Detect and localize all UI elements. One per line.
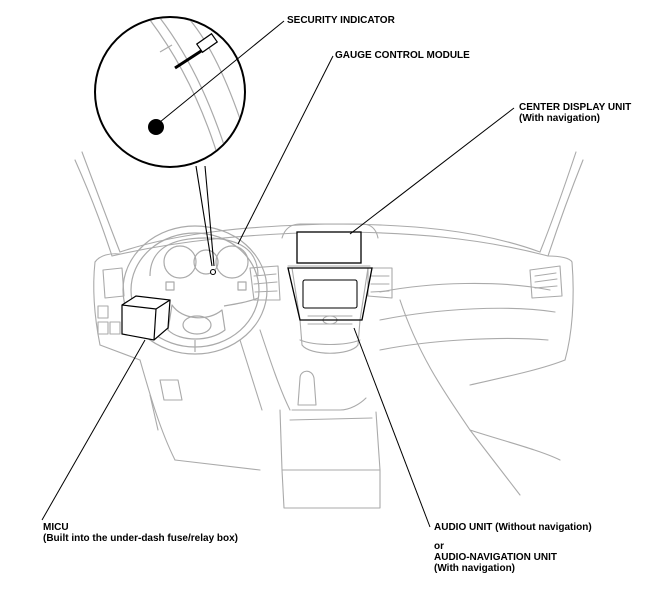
dashboard-outline	[74, 151, 584, 509]
audio-unit-line1: AUDIO UNIT (Without navigation)	[434, 522, 592, 533]
audio-unit-line3: (With navigation)	[434, 563, 516, 574]
callout-leaders	[41, 20, 515, 528]
security-indicator-label: SECURITY INDICATOR	[287, 15, 395, 26]
micu-line1: MICU	[43, 522, 69, 533]
magnifier-connector	[195, 165, 217, 276]
center-display-unit-line2: (With navigation)	[519, 113, 601, 124]
audio-unit-line2: AUDIO-NAVIGATION UNIT	[434, 552, 557, 563]
micu-line2: (Built into the under-dash fuse/relay bo…	[43, 533, 239, 544]
center-display-unit-line1: CENTER DISPLAY UNIT	[519, 102, 632, 113]
micu-box	[121, 295, 171, 341]
security-indicator-magnifier	[94, 16, 246, 168]
audio-unit-or: or	[434, 541, 444, 552]
center-display-unit-shape	[296, 231, 362, 264]
micu-label: MICU (Built into the under-dash fuse/rel…	[43, 522, 238, 544]
audio-unit-label: AUDIO UNIT (Without navigation) or AUDIO…	[434, 522, 592, 574]
center-display-unit-label: CENTER DISPLAY UNIT (With navigation)	[519, 102, 631, 124]
security-indicator-dot	[148, 119, 164, 135]
audio-unit-shape	[287, 267, 373, 321]
gauge-control-module-label: GAUGE CONTROL MODULE	[335, 50, 470, 61]
